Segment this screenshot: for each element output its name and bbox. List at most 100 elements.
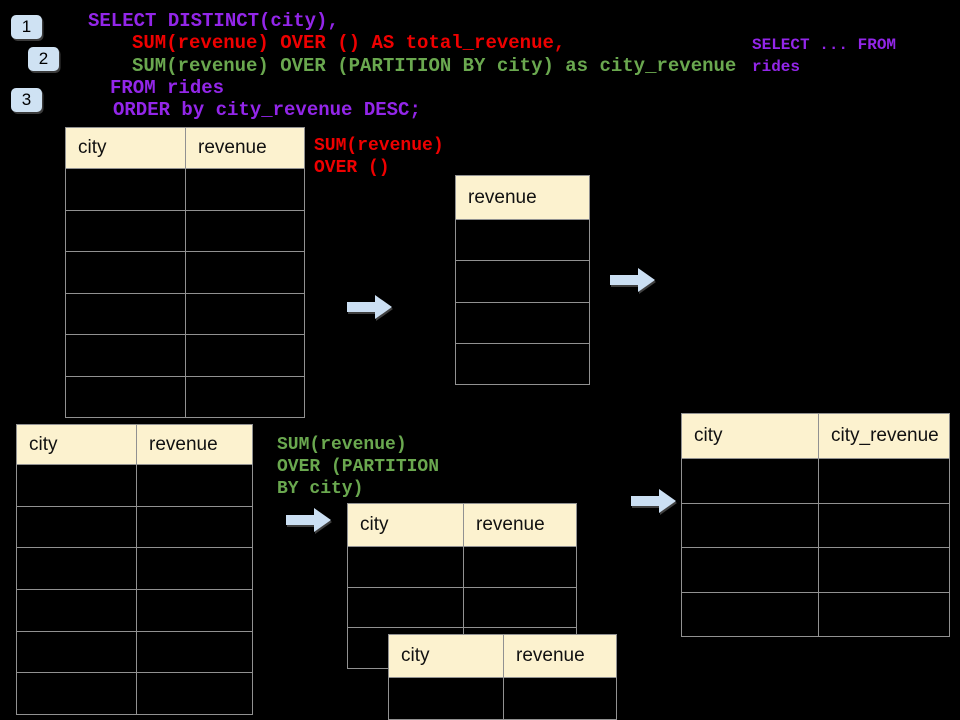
table-cell-empty: [17, 590, 136, 631]
table-cell-empty: [682, 504, 818, 548]
column-header-city: city: [694, 425, 723, 446]
annotation-partition-line-3: BY city): [277, 479, 364, 499]
table-row: [66, 209, 304, 252]
sql-line-from: FROM rides: [110, 77, 225, 99]
column-header-revenue: revenue: [136, 425, 252, 464]
annotation-total-line-1: SUM(revenue): [314, 136, 444, 156]
table-cell-empty: [136, 631, 252, 673]
annotation-partition-line-1: SUM(revenue): [277, 435, 407, 455]
sql-line-select: SELECT DISTINCT(city),: [88, 10, 339, 32]
table-cell-empty: [818, 592, 949, 636]
table-header-row: city revenue: [66, 128, 304, 168]
step-badge-2: 2: [28, 47, 59, 71]
step-badge-3: 3: [11, 88, 42, 112]
table-cell-empty: [463, 587, 576, 628]
sql-line-order: ORDER by city_revenue DESC;: [113, 99, 421, 121]
sql-line-total: SUM(revenue) OVER () AS total_revenue,: [132, 32, 566, 54]
arrow-right-icon: [347, 294, 393, 320]
table-cell-empty: [456, 261, 589, 301]
column-header-city: city: [360, 514, 389, 535]
table-row: [456, 219, 589, 260]
table-row: [66, 168, 304, 210]
table-cell-empty: [66, 335, 185, 376]
sql-side-line-1: SELECT ... FROM: [752, 36, 897, 54]
table-cell-empty: [17, 507, 136, 548]
step-badge-1: 1: [11, 15, 42, 39]
table-row: [17, 630, 252, 673]
table-row: [682, 458, 949, 503]
table-row: [389, 677, 616, 719]
table-row: [66, 375, 304, 418]
table-cell-empty: [17, 673, 136, 714]
table-cell-empty: [66, 252, 185, 293]
table-header-row: city revenue: [389, 635, 616, 677]
table-row: [17, 547, 252, 590]
table-row: [66, 292, 304, 335]
table-cell-empty: [66, 169, 185, 210]
table-cell-empty: [503, 678, 616, 719]
column-header-city: city: [29, 433, 58, 455]
table-cell-empty: [66, 211, 185, 252]
table-cell-empty: [818, 459, 949, 503]
table-row: [348, 586, 576, 628]
table-cell-empty: [136, 465, 252, 506]
table-cell-empty: [66, 377, 185, 418]
table-cell-empty: [17, 548, 136, 589]
table-cell-empty: [348, 547, 463, 587]
table-cell-empty: [682, 548, 818, 592]
arrow-right-icon: [631, 488, 677, 514]
table-row: [348, 546, 576, 587]
table-header-row: revenue: [456, 176, 589, 219]
column-header-city: city: [78, 137, 107, 158]
table-cell-empty: [456, 344, 589, 384]
table-row: [17, 464, 252, 506]
table-cell-empty: [185, 293, 304, 334]
table-cell-empty: [185, 210, 304, 251]
table-header-row: city revenue: [348, 504, 576, 546]
table-cell-empty: [185, 252, 304, 293]
sql-side-line-2: rides: [752, 58, 801, 76]
table-cell-empty: [66, 294, 185, 335]
table-total-revenue: revenue: [455, 175, 590, 386]
table-row: [17, 505, 252, 548]
table-cell-empty: [682, 459, 818, 503]
table-cell-empty: [136, 506, 252, 548]
table-row: [66, 334, 304, 376]
table-source-bottom: city revenue: [16, 424, 253, 716]
table-cell-empty: [348, 588, 463, 628]
table-row: [682, 547, 949, 592]
table-source-top: city revenue: [65, 127, 305, 418]
table-cell-empty: [463, 547, 576, 587]
table-row: [456, 342, 589, 384]
table-cell-empty: [185, 335, 304, 376]
column-header-revenue: revenue: [185, 128, 304, 168]
table-row: [456, 301, 589, 343]
annotation-total-line-2: OVER (): [314, 158, 390, 178]
column-header-city-revenue: city_revenue: [818, 414, 949, 458]
table-row: [17, 672, 252, 715]
table-cell-empty: [17, 465, 136, 506]
table-row: [17, 589, 252, 631]
table-cell-empty: [185, 169, 304, 210]
table-header-row: city city_revenue: [682, 414, 949, 458]
sql-line-partition: SUM(revenue) OVER (PARTITION BY city) as…: [132, 55, 737, 77]
table-header-row: city revenue: [17, 425, 252, 464]
column-header-revenue: revenue: [468, 186, 537, 208]
arrow-right-icon: [286, 507, 332, 533]
table-result: city city_revenue: [681, 413, 950, 637]
table-cell-empty: [818, 548, 949, 592]
table-cell-empty: [136, 673, 252, 715]
table-cell-empty: [136, 590, 252, 631]
annotation-partition-line-2: OVER (PARTITION: [277, 457, 440, 477]
table-row: [456, 260, 589, 301]
table-partition-b: city revenue: [388, 634, 617, 720]
table-partition-a: city revenue: [347, 503, 577, 670]
table-row: [66, 251, 304, 293]
column-header-revenue: revenue: [463, 504, 576, 546]
table-cell-empty: [17, 632, 136, 673]
table-cell-empty: [456, 220, 589, 260]
table-row: [682, 591, 949, 636]
table-cell-empty: [136, 548, 252, 590]
table-cell-empty: [185, 376, 304, 417]
